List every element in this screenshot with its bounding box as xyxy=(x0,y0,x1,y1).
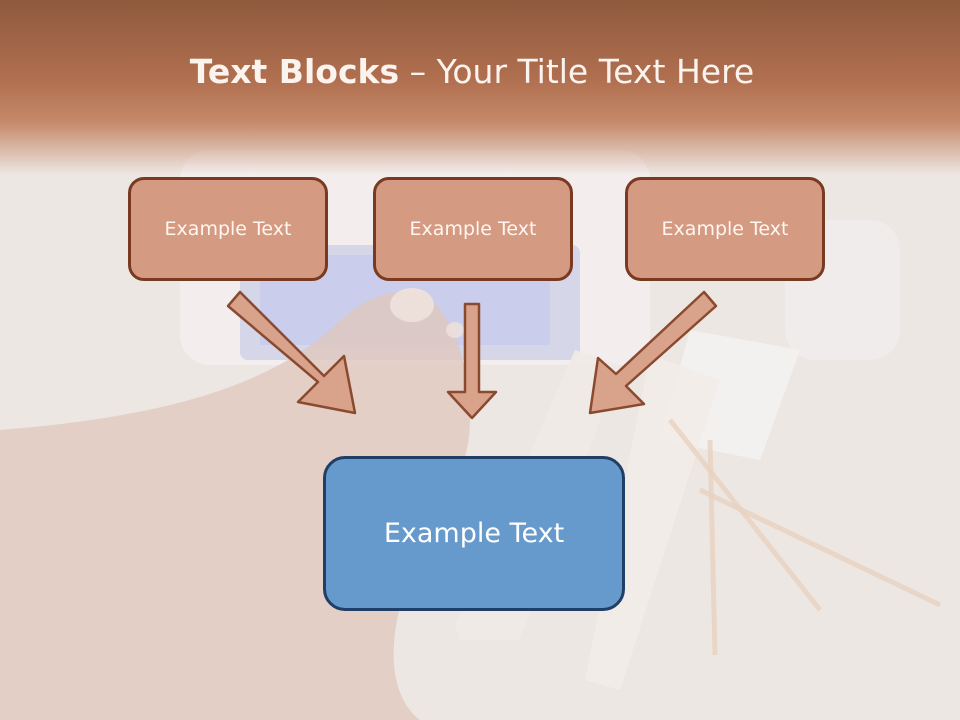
text-block-3[interactable]: Example Text xyxy=(625,177,825,281)
text-block-1[interactable]: Example Text xyxy=(128,177,328,281)
title-bold-part: Text Blocks xyxy=(189,52,400,91)
arrow-left xyxy=(226,290,357,415)
text-block-3-label: Example Text xyxy=(661,218,789,240)
arrow-middle xyxy=(446,302,498,420)
slide-title: Text Blocks – Your Title Text Here xyxy=(0,52,944,91)
arrow-right xyxy=(588,290,718,415)
text-block-2-label: Example Text xyxy=(409,218,537,240)
title-rest: Your Title Text Here xyxy=(436,52,755,91)
title-dash: – xyxy=(399,52,437,91)
text-block-1-label: Example Text xyxy=(164,218,292,240)
target-block[interactable]: Example Text xyxy=(323,456,625,611)
text-block-2[interactable]: Example Text xyxy=(373,177,573,281)
target-block-label: Example Text xyxy=(383,518,565,549)
header-band xyxy=(0,0,960,175)
